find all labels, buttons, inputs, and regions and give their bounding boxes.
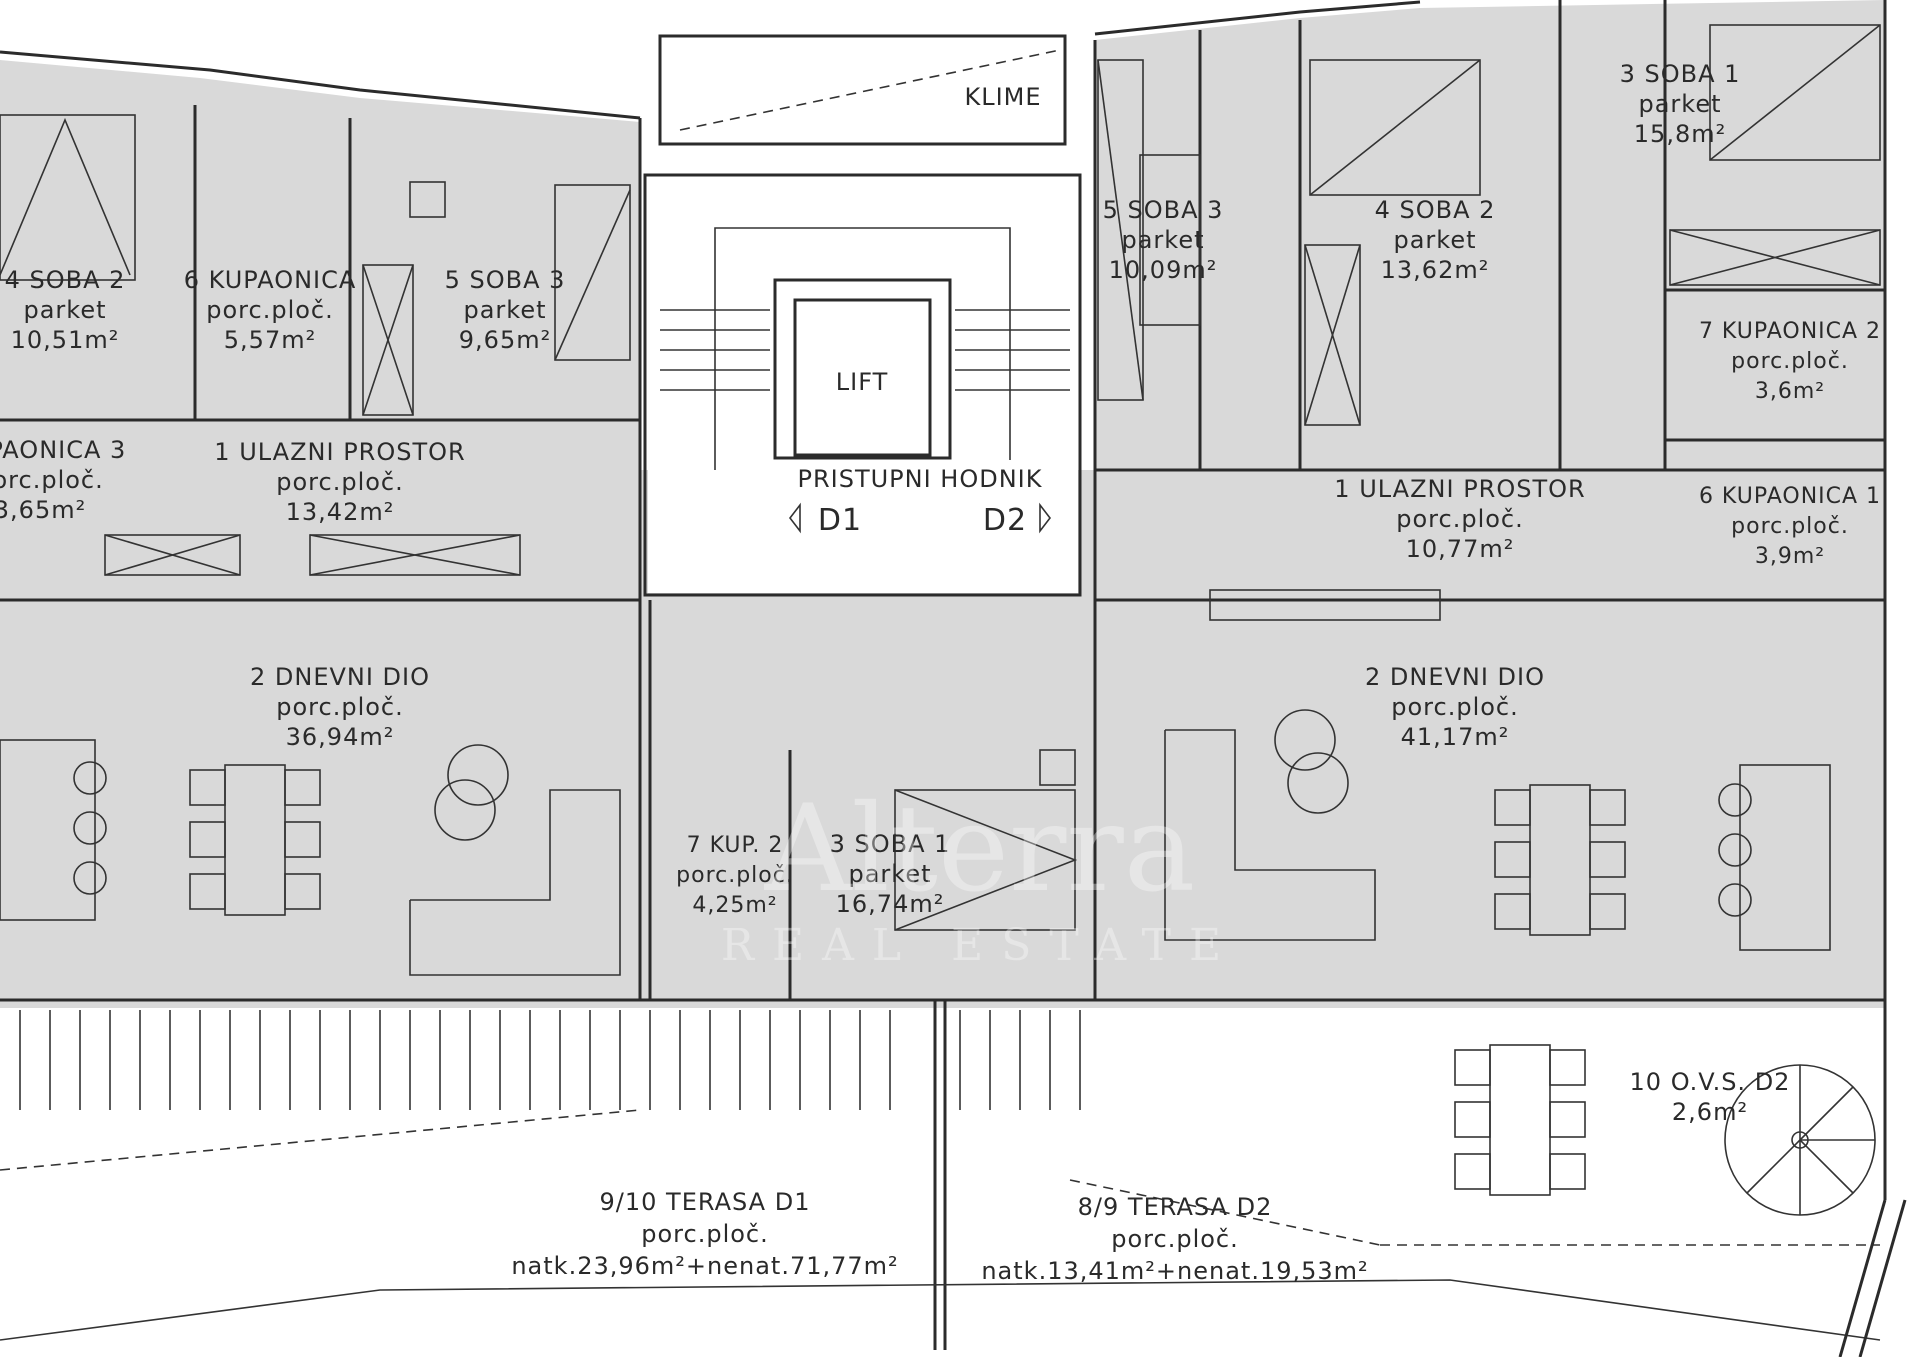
d1-terasa-area: natk.23,96m²+nenat.71,77m² (511, 1252, 898, 1280)
d2-soba3-area: 10,09m² (1109, 256, 1218, 284)
d1-soba1-name: 3 SOBA 1 (830, 830, 951, 858)
d2-soba2-area: 13,62m² (1381, 256, 1490, 284)
d2-soba3-floor: parket (1121, 226, 1204, 254)
d2-kup1-area: 3,9m² (1755, 544, 1825, 569)
d1-kupaonica-floor: porc.ploč. (206, 296, 334, 324)
terrace (0, 1000, 1907, 1357)
d2-soba1-area: 15,8m² (1634, 120, 1726, 148)
floor-areas (0, 0, 1885, 1008)
d2-ulazni-floor: porc.ploč. (1396, 505, 1524, 533)
furniture (0, 24, 1881, 1216)
d2-floor (1095, 0, 1885, 1008)
hodnik-label: PRISTUPNI HODNIK (797, 465, 1042, 493)
d2-soba2-name: 4 SOBA 2 (1375, 196, 1496, 224)
walls (0, 0, 1887, 1200)
watermark-brand: Alterra (764, 780, 1196, 919)
d2-ovs-area: 2,6m² (1672, 1098, 1748, 1126)
d1-terasa-floor: porc.ploč. (641, 1220, 769, 1248)
d1-terasa-name: 9/10 TERASA D1 (600, 1188, 811, 1216)
d2-kup2-name: 7 KUPAONICA 2 (1699, 319, 1881, 344)
d1-soba1-floor: parket (848, 860, 931, 888)
d2-terasa-floor: porc.ploč. (1111, 1225, 1239, 1253)
d1-kupaonica-name: 6 KUPAONICA (184, 266, 357, 294)
d1-floor (0, 60, 640, 1008)
d1-soba2-area: 10,51m² (11, 326, 120, 354)
d2-kup2-floor: porc.ploč. (1731, 349, 1849, 374)
d2-ulazni-area: 10,77m² (1406, 535, 1515, 563)
d2-kup1-floor: porc.ploč. (1731, 514, 1849, 539)
d2-ulazni-name: 1 ULAZNI PROSTOR (1334, 475, 1585, 503)
d2-soba2-floor: parket (1393, 226, 1476, 254)
staircase (660, 49, 1070, 470)
d1-soba3-area: 9,65m² (459, 326, 551, 354)
lift-label: LIFT (836, 368, 889, 396)
hodnik-d1-label: D1 (818, 503, 862, 538)
watermark: Alterra REAL ESTATE (721, 780, 1239, 971)
room-labels: 4 SOBA 2 parket 10,51m² 6 KUPAONICA porc… (0, 60, 1881, 1285)
d1-soba2-floor: parket (23, 296, 106, 324)
d1-dnevni-area: 36,94m² (286, 723, 395, 751)
d2-soba3-name: 5 SOBA 3 (1103, 196, 1224, 224)
d2-ovs-name: 10 O.V.S. D2 (1630, 1068, 1791, 1096)
stair-shaft (648, 178, 1078, 593)
d2-dnevni-floor: porc.ploč. (1391, 693, 1519, 721)
hodnik-d2-label: D2 (983, 503, 1027, 538)
d1-kup2-area: 4,25m² (692, 893, 777, 918)
d1-soba1-area: 16,74m² (836, 890, 945, 918)
d2-dnevni-area: 41,17m² (1401, 723, 1510, 751)
d1-kup2-name: 7 KUP. 2 (687, 833, 784, 858)
d1-kupaonica3-floor: porc.ploč. (0, 466, 104, 494)
d1-kup2-floor: porc.ploč. (676, 863, 794, 888)
watermark-tagline: REAL ESTATE (721, 920, 1239, 971)
d2-kup1-name: 6 KUPAONICA 1 (1699, 484, 1881, 509)
d2-kup2-area: 3,6m² (1755, 379, 1825, 404)
d1-ulazni-floor: porc.ploč. (276, 468, 404, 496)
d2-dnevni-name: 2 DNEVNI DIO (1365, 663, 1545, 691)
d1-ulazni-area: 13,42m² (286, 498, 395, 526)
landing-floor (640, 470, 1095, 1008)
d1-dnevni-floor: porc.ploč. (276, 693, 404, 721)
d1-soba3-floor: parket (463, 296, 546, 324)
d2-terasa-area: natk.13,41m²+nenat.19,53m² (981, 1257, 1368, 1285)
d1-soba2-name: 4 SOBA 2 (5, 266, 126, 294)
d1-soba3-name: 5 SOBA 3 (445, 266, 566, 294)
d1-kupaonica3-area: 3,65m² (0, 496, 86, 524)
d1-kupaonica-area: 5,57m² (224, 326, 316, 354)
d2-soba1-name: 3 SOBA 1 (1620, 60, 1741, 88)
d2-terasa-name: 8/9 TERASA D2 (1078, 1193, 1273, 1221)
d2-soba1-floor: parket (1638, 90, 1721, 118)
d1-dnevni-name: 2 DNEVNI DIO (250, 663, 430, 691)
klime-label: KLIME (964, 83, 1041, 111)
d1-kupaonica3-name: KUPAONICA 3 (0, 436, 126, 464)
d1-ulazni-name: 1 ULAZNI PROSTOR (214, 438, 465, 466)
